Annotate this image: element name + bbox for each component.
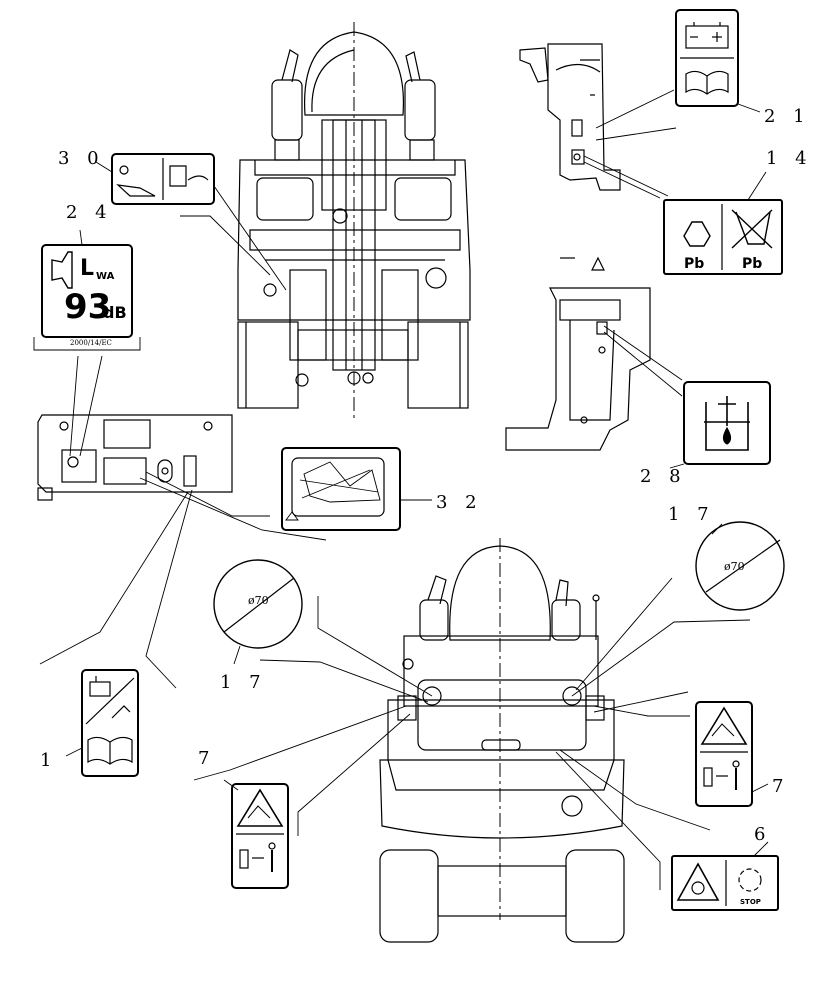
recycle-pb-right: Pb [742,256,762,272]
decal-noise-level: L WA 93 dB 2000/14/EC [33,229,141,351]
callout-17-left: 1 7 [220,672,267,693]
diameter-circle-right: ø70 [695,521,785,611]
callout-6: 6 [754,824,771,845]
callout-7-right: 7 [772,776,789,797]
decal-lift-points [95,153,215,205]
noise-unit: dB [103,303,127,322]
callout-14: 1 4 [766,148,813,169]
machine-rear-view [379,538,625,943]
callout-32: 3 2 [436,492,483,513]
decal-control-pattern [281,447,432,531]
decal-recycle: Pb Pb [663,171,783,275]
noise-value: 93 [64,287,111,327]
diameter-left-label: ø70 [248,594,269,607]
machine-front-view [237,22,471,420]
noise-l-label: L [80,256,94,281]
callout-17-right: 1 7 [668,504,715,525]
callout-7-left: 7 [198,748,215,769]
callout-28: 2 8 [640,466,687,487]
leader-lines [39,89,751,890]
recycle-pb-left: Pb [684,256,704,272]
diameter-circle-left: ø70 [213,559,303,665]
callout-30: 3 0 [58,148,105,169]
callout-24: 2 4 [66,202,113,223]
side-panel-part [37,414,233,501]
decal-crush-hazard-right [695,701,769,807]
noise-footer: 2000/14/EC [70,339,112,347]
decal-crush-hazard-left [223,779,289,889]
decal-battery-manual [675,9,761,113]
fan-stop-label: STOP [740,898,761,906]
diameter-right-label: ø70 [724,560,745,573]
callout-labels: 1 6 7 7 1 4 1 7 1 7 2 1 2 4 2 8 3 0 3 2 [40,106,813,845]
cab-side-part [519,43,621,191]
hydraulic-tank-part [505,256,651,451]
callout-1: 1 [40,750,57,771]
decal-hydraulic-oil [669,381,771,469]
callout-21: 2 1 [764,106,811,127]
noise-sub-label: WA [96,271,115,282]
decal-fan-warning: STOP [671,841,779,911]
decal-operation-manual [65,669,139,777]
